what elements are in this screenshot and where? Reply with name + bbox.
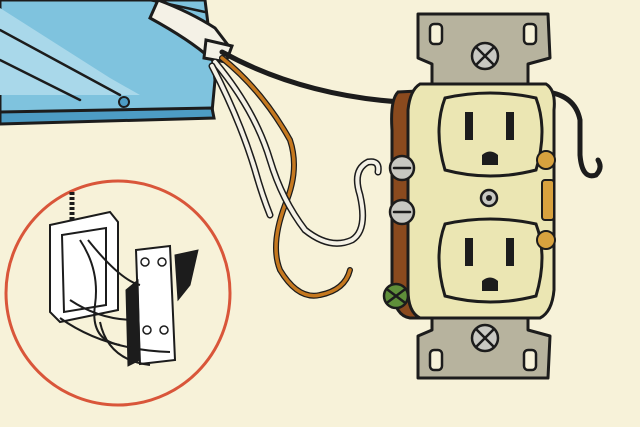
upper-outlet [437,91,544,178]
lower-outlet [437,217,544,304]
wire-group [208,49,603,299]
duplex-receptacle-icon [382,12,556,380]
inset-wiring-detail-icon [4,179,232,407]
